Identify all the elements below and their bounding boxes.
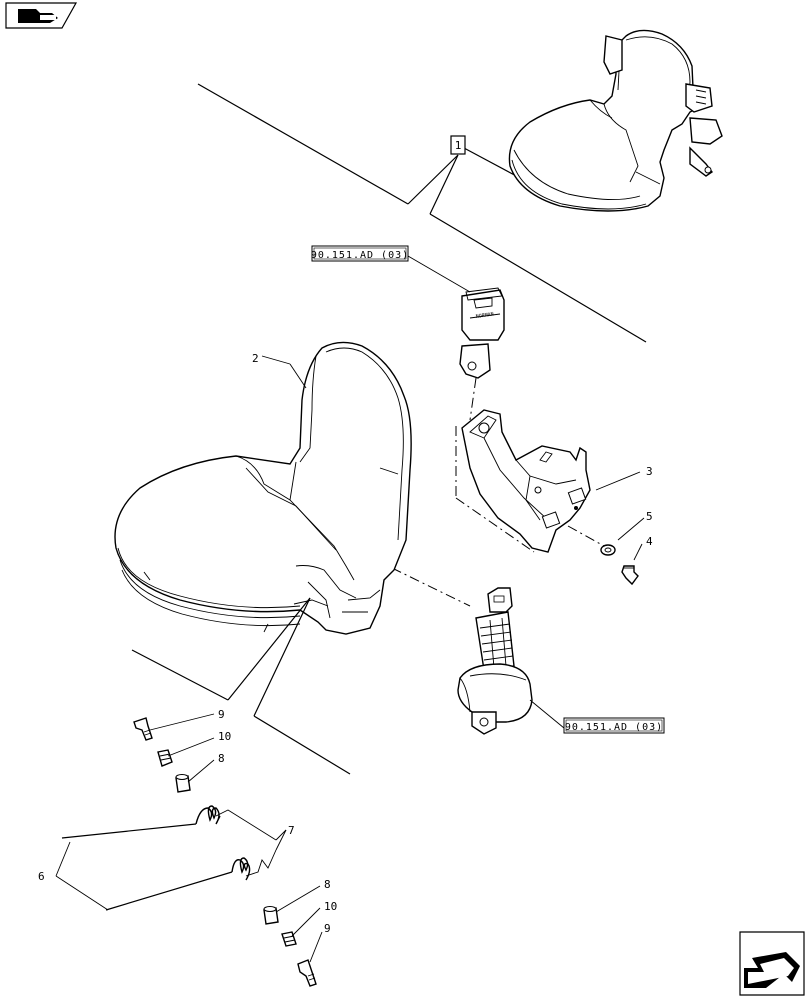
bushing-part bbox=[175, 774, 191, 793]
buckle-ref-label[interactable]: 90.151.AD (03) bbox=[311, 245, 409, 262]
callout-7[interactable]: 7 bbox=[288, 824, 295, 837]
assembly-group-lines bbox=[197, 83, 647, 343]
bolt-part bbox=[133, 717, 153, 741]
callout-9-upper[interactable]: 9 bbox=[218, 708, 225, 721]
callout-10-lower[interactable]: 10 bbox=[324, 900, 337, 913]
hardware-group-lines bbox=[131, 597, 351, 775]
nut-part bbox=[157, 749, 173, 767]
seat-assembly-thumbnail bbox=[508, 29, 723, 212]
callout-2[interactable]: 2 bbox=[252, 352, 259, 365]
washer-part bbox=[600, 544, 616, 556]
callout-10-upper[interactable]: 10 bbox=[218, 730, 231, 743]
spring-rod-upper bbox=[61, 805, 277, 841]
svg-text:NORMAN: NORMAN bbox=[475, 312, 494, 320]
screw-part bbox=[621, 565, 639, 586]
bolt-part-lower bbox=[297, 959, 317, 987]
assembly-ref-box[interactable]: 1 bbox=[450, 135, 466, 155]
retractor-ref-label[interactable]: 90.151.AD (03) bbox=[563, 717, 665, 734]
folder-book-icon[interactable] bbox=[5, 2, 78, 29]
next-page-arrow-icon[interactable] bbox=[739, 931, 805, 996]
svg-text:90.151.AD (03): 90.151.AD (03) bbox=[565, 722, 663, 733]
callout-8-lower[interactable]: 8 bbox=[324, 878, 331, 891]
callout-5[interactable]: 5 bbox=[646, 510, 653, 523]
callout-3[interactable]: 3 bbox=[646, 465, 653, 478]
seat-belt-retractor bbox=[457, 587, 533, 735]
svg-text:90.151.AD (03): 90.151.AD (03) bbox=[311, 250, 409, 261]
spring-rod-lower bbox=[105, 849, 277, 911]
seat-belt-buckle: NORMAN bbox=[459, 287, 505, 379]
callout-4[interactable]: 4 bbox=[646, 535, 653, 548]
bushing-part-lower bbox=[263, 906, 279, 925]
callout-9-lower[interactable]: 9 bbox=[324, 922, 331, 935]
seat-cushion bbox=[114, 341, 412, 635]
svg-text:1: 1 bbox=[455, 139, 462, 152]
seat-belt-bracket bbox=[461, 409, 591, 553]
callout-6[interactable]: 6 bbox=[38, 870, 45, 883]
callout-8-upper[interactable]: 8 bbox=[218, 752, 225, 765]
